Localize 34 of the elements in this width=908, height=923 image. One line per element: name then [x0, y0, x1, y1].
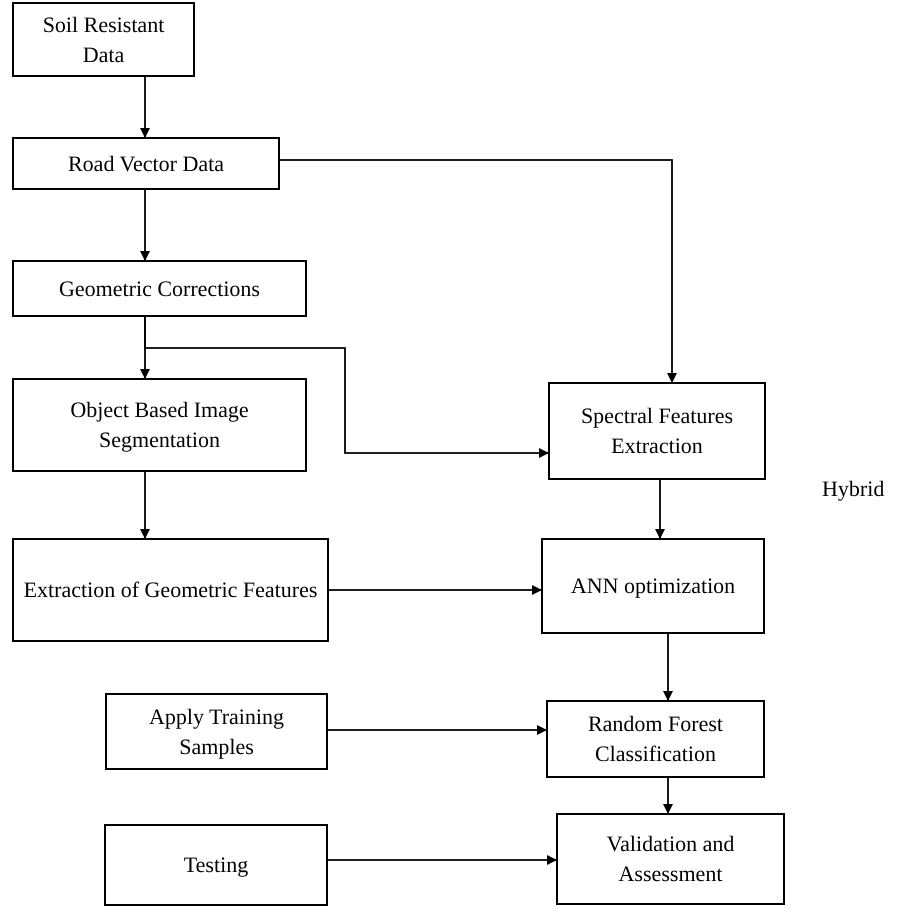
process-box: [12, 538, 329, 642]
box-label: Object Based Image Segmentation: [69, 396, 250, 454]
process-box: [12, 260, 307, 317]
box-label: Apply Training Samples: [148, 702, 286, 761]
box-label: Road Vector Data: [68, 150, 224, 178]
arrow: [329, 585, 542, 595]
arrow: [663, 778, 673, 814]
arrow: [280, 159, 677, 383]
process-box: [12, 2, 195, 77]
arrow: [144, 317, 549, 458]
side-note: Hybrid: [822, 475, 884, 503]
arrow: [663, 634, 673, 701]
process-box: [12, 137, 280, 190]
process-box: [104, 824, 328, 906]
process-box: [12, 378, 307, 472]
box-label: Testing: [184, 851, 248, 880]
process-box: [105, 693, 328, 770]
process-box: [546, 700, 765, 778]
arrow: [140, 472, 150, 539]
process-box: [556, 813, 785, 905]
box-label: Validation and Assessment: [606, 830, 736, 888]
box-label: Geometric Corrections: [59, 274, 260, 303]
box-label: Extraction of Geometric Features: [24, 576, 318, 604]
box-label: Spectral Features Extraction: [580, 402, 734, 460]
arrow: [140, 190, 150, 261]
box-label: Random Forest Classification: [586, 710, 724, 768]
box-label: Soil Resistant Data: [42, 10, 166, 68]
process-box: [548, 382, 766, 480]
arrow: [328, 725, 547, 735]
box-label: ANN optimization: [570, 572, 736, 600]
arrow: [140, 77, 150, 138]
process-box: [541, 538, 765, 634]
arrow: [655, 480, 665, 539]
arrow: [328, 855, 557, 865]
